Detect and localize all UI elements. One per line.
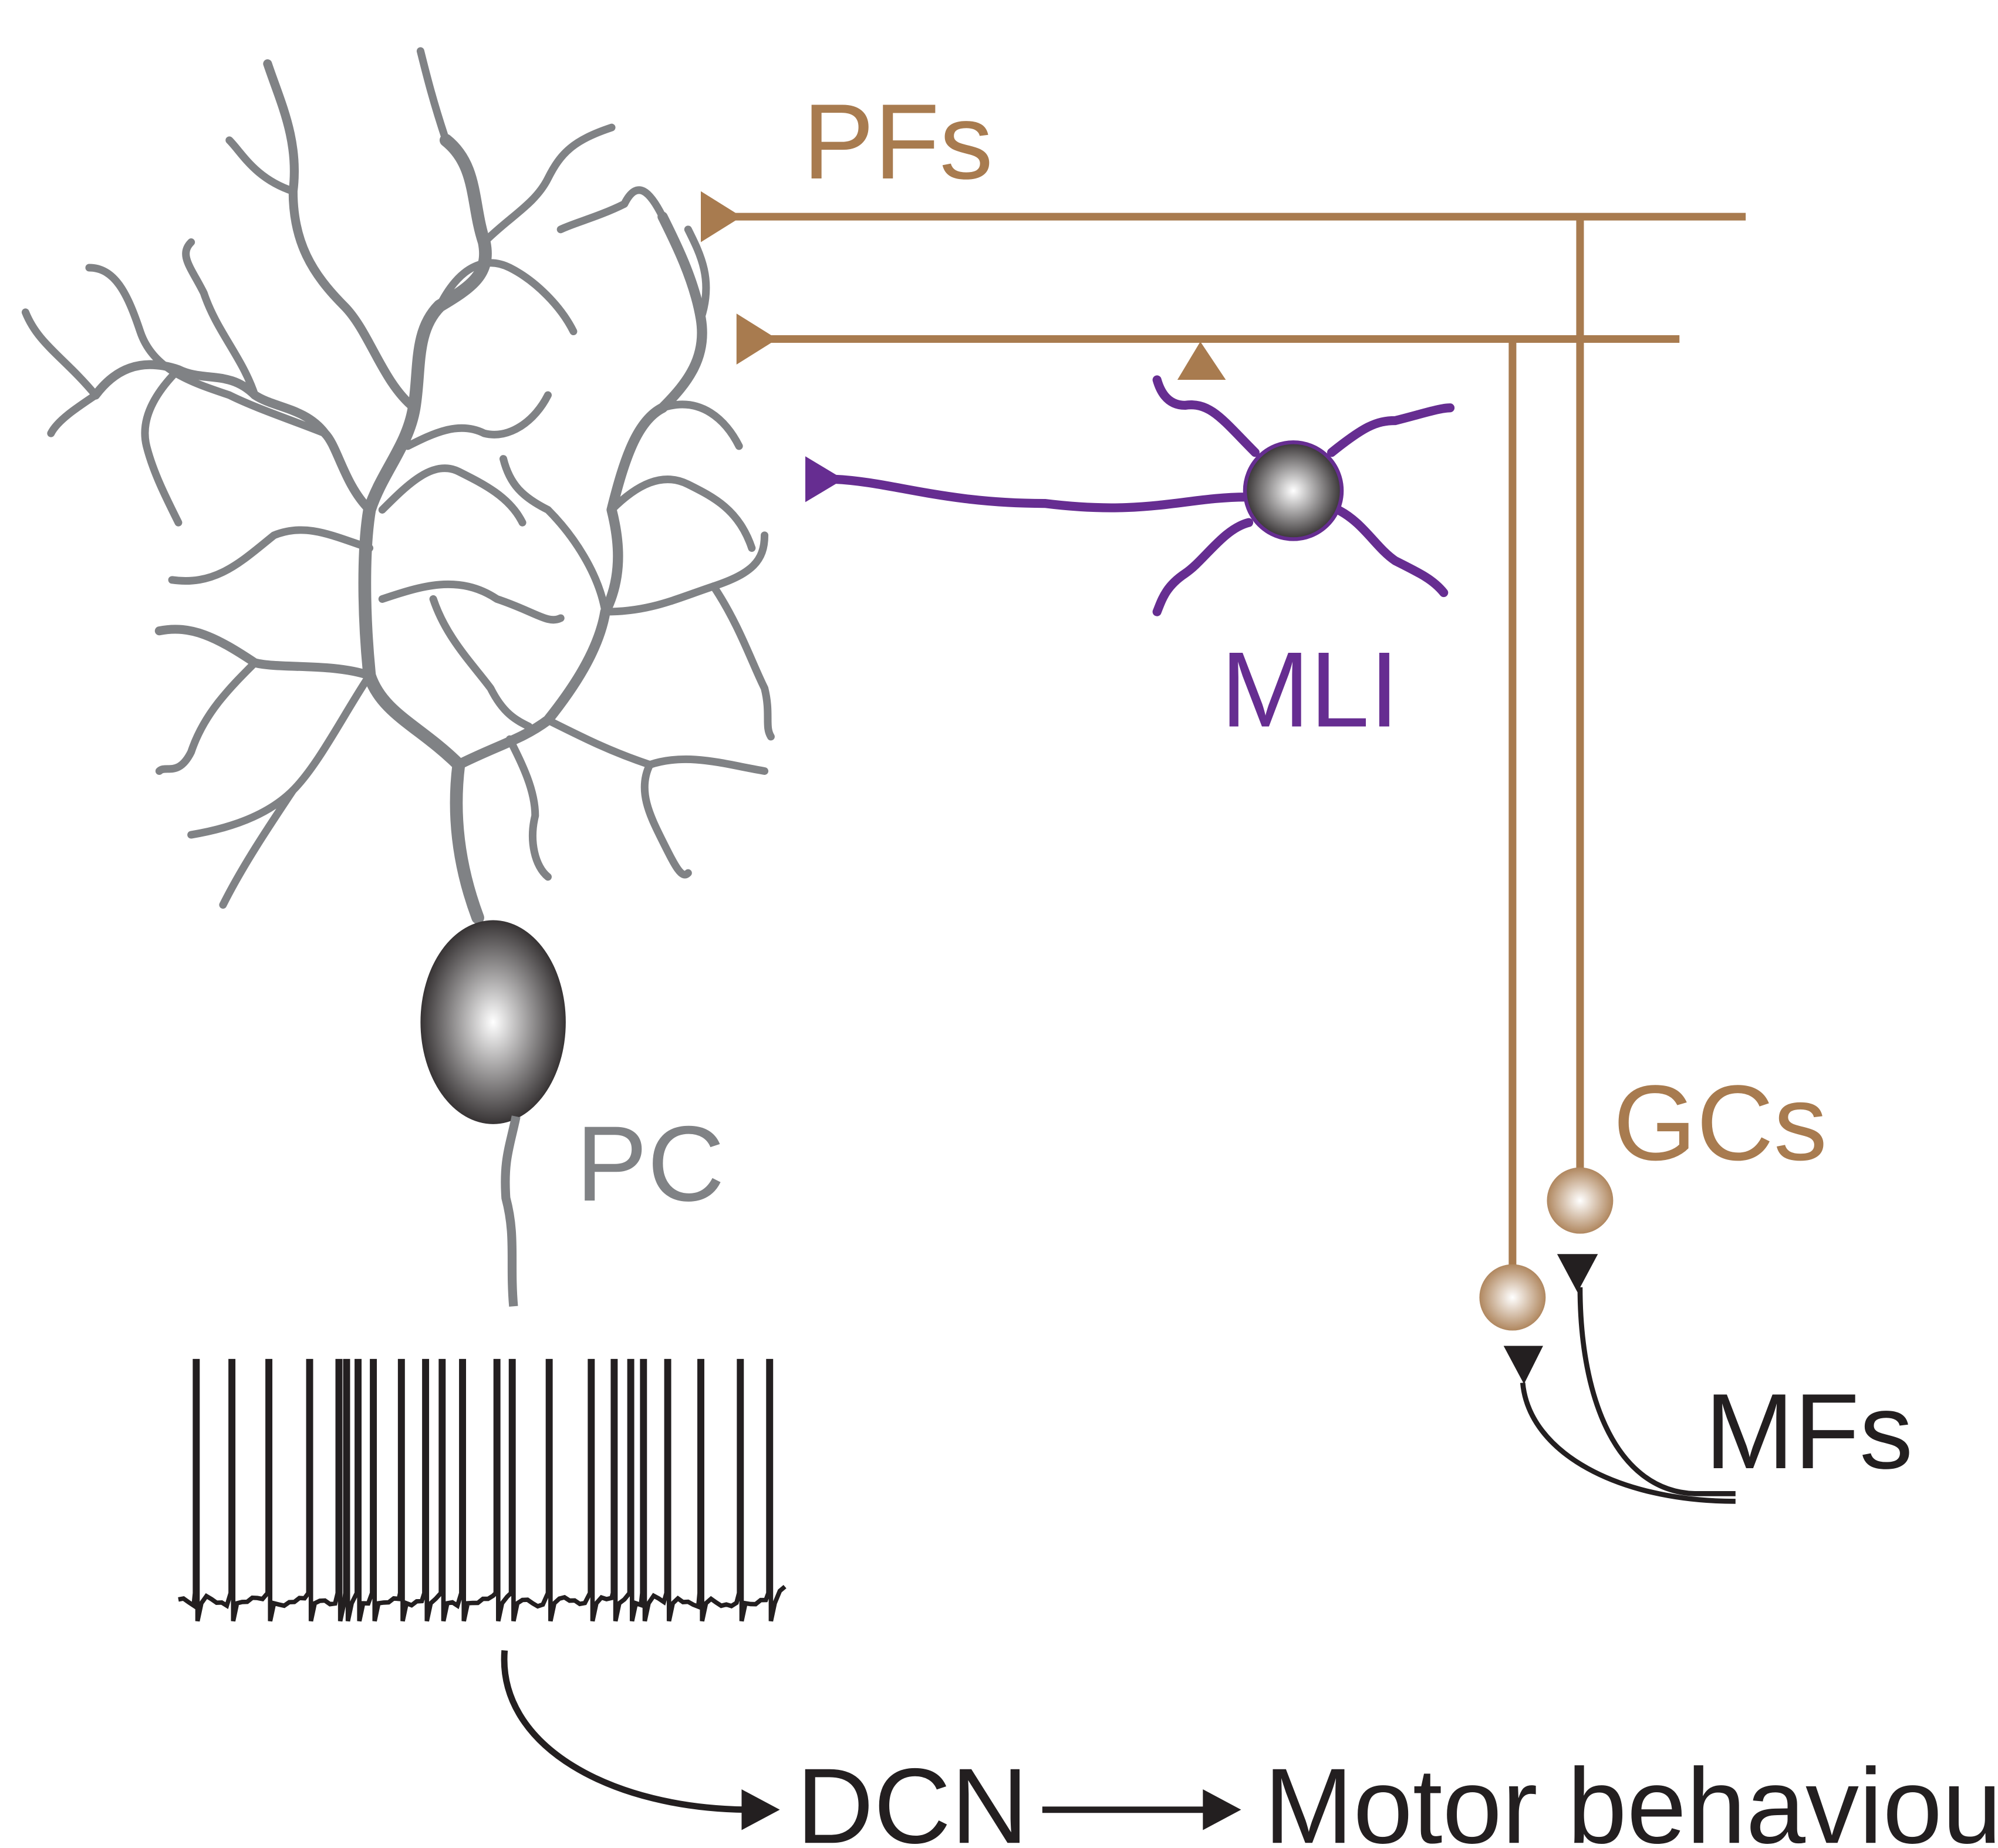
purkinje-soma (420, 920, 566, 1124)
mossy-fibers (1520, 1287, 1736, 1504)
mli-label: MLI (1221, 630, 1399, 750)
parallel-fibers (733, 213, 1746, 1269)
purkinje-dendrites (21, 47, 775, 925)
mf-synapse-arrow-2 (1503, 1345, 1543, 1384)
purkinje-axon (501, 1115, 521, 1307)
spike-trace (178, 1358, 787, 1622)
mf-synapse-arrow-1 (1557, 1254, 1598, 1293)
motor-behaviour-label: Motor behaviour (1264, 1746, 1998, 1848)
mfs-label: MFs (1705, 1371, 1913, 1491)
spike-train (178, 1358, 787, 1622)
dcn-to-motor-arrowhead (1203, 1789, 1241, 1830)
pc-label: PC (576, 1104, 724, 1223)
pc-to-dcn-arrowhead (741, 1789, 780, 1830)
dcn-label: DCN (797, 1746, 1028, 1848)
pf-synapse-arrow-1 (701, 191, 742, 242)
pc-to-dcn-arrow (501, 1650, 752, 1813)
granule-cell-2 (1479, 1264, 1546, 1331)
mli-dendrites (830, 375, 1455, 616)
mli-soma (1243, 440, 1344, 541)
pf-mli-synapse-arrow (1177, 341, 1226, 380)
gcs-label: GCs (1613, 1063, 1827, 1183)
pfs-label: PFs (803, 82, 993, 201)
mli-pc-synapse-arrow (805, 456, 844, 503)
pf-synapse-arrow-2 (736, 313, 778, 365)
granule-cell-1 (1547, 1167, 1614, 1234)
